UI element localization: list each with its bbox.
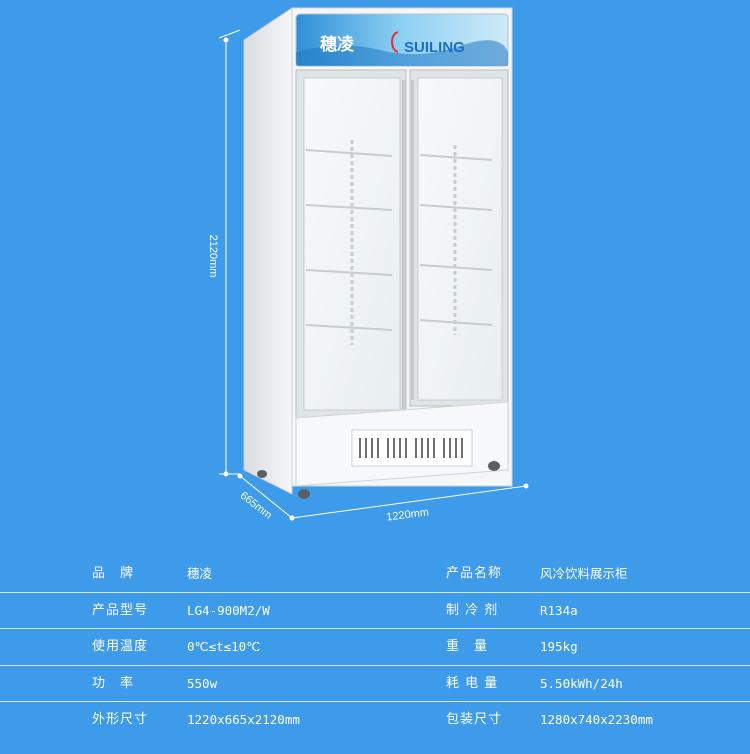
spec-label: 产品型号 bbox=[92, 602, 149, 618]
spec-label: 使用温度 bbox=[92, 639, 149, 655]
height-dimension-label: 2120mm bbox=[207, 235, 219, 278]
spec-label: 品 牌 bbox=[92, 566, 135, 581]
vent-slats bbox=[359, 438, 463, 458]
product-figure: 2120mm 665mm 1220mm 穗凌 SUILING bbox=[207, 7, 529, 524]
spec-label: 外形尺寸 bbox=[92, 712, 149, 728]
cabinet-side bbox=[243, 7, 293, 495]
spec-row: 品 牌 穗凌 产品名称 风冷饮料展示柜 bbox=[0, 556, 750, 593]
right-shelves bbox=[419, 145, 493, 335]
brand-logo-text: 穗凌 bbox=[320, 34, 355, 55]
spec-value: 风冷饮料展示柜 bbox=[540, 566, 628, 581]
spec-label: 耗 电 量 bbox=[446, 675, 499, 691]
apple-logo-icon bbox=[391, 31, 399, 53]
spec-label: 包装尺寸 bbox=[446, 712, 503, 728]
right-door-glass bbox=[417, 77, 503, 401]
spec-row: 使用温度 0℃≤t≤10℃ 重 量 195kg bbox=[0, 629, 750, 666]
spec-value: 5.50kWh/24h bbox=[540, 675, 623, 691]
spec-value: R134a bbox=[540, 602, 578, 618]
spec-value: 1220x665x2120mm bbox=[187, 712, 300, 728]
spec-value: LG4-900M2/W bbox=[187, 602, 270, 618]
spec-value: 穗凌 bbox=[187, 566, 213, 581]
vent-grille bbox=[351, 429, 473, 467]
spec-label: 产品名称 bbox=[446, 566, 503, 581]
spec-label: 制 冷 剂 bbox=[446, 602, 499, 618]
caster-wheels bbox=[257, 461, 500, 499]
spec-row: 功 率 550w 耗 电 量 5.50kWh/24h bbox=[0, 666, 750, 703]
height-dimension bbox=[218, 29, 241, 477]
spec-table: 品 牌 穗凌 产品名称 风冷饮料展示柜 产品型号 LG4-900M2/W 制 冷… bbox=[0, 556, 750, 738]
width-dimension-label: 1220mm bbox=[386, 506, 430, 523]
right-door-handle[interactable] bbox=[411, 80, 414, 400]
spec-value: 0℃≤t≤10℃ bbox=[187, 639, 261, 655]
spec-value: 550w bbox=[187, 675, 218, 691]
spec-label: 重 量 bbox=[446, 639, 489, 655]
spec-row: 外形尺寸 1220x665x2120mm 包装尺寸 1280x740x2230m… bbox=[0, 702, 750, 738]
spec-label: 功 率 bbox=[92, 675, 135, 691]
left-shelves bbox=[305, 140, 393, 345]
width-dimension bbox=[289, 483, 529, 521]
brand-logo-latin: SUILING bbox=[404, 39, 465, 56]
depth-dimension-label: 665mm bbox=[238, 490, 274, 522]
spec-value: 1280x740x2230mm bbox=[540, 712, 653, 728]
spec-value: 195kg bbox=[540, 639, 578, 655]
left-door-handle[interactable] bbox=[402, 80, 405, 410]
left-door-glass bbox=[303, 77, 401, 411]
spec-row: 产品型号 LG4-900M2/W 制 冷 剂 R134a bbox=[0, 593, 750, 630]
